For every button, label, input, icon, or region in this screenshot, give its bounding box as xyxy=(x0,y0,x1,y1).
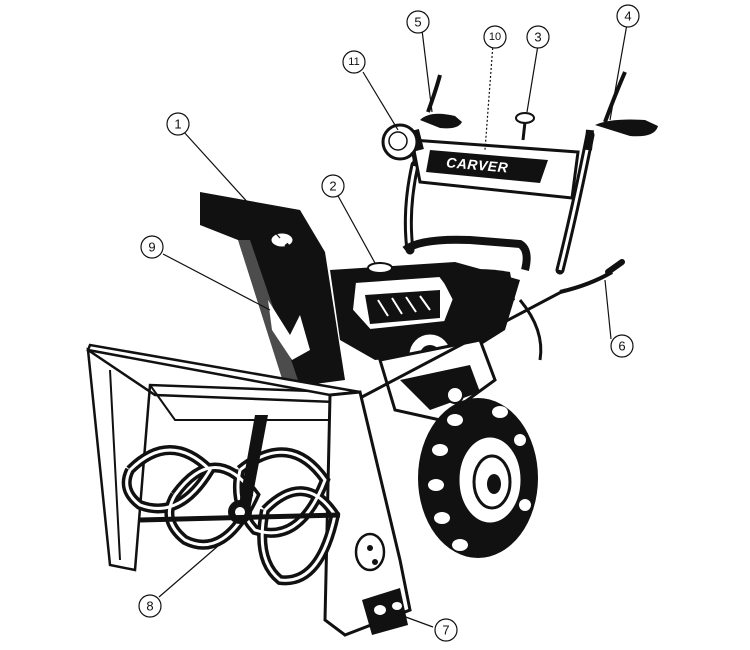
speed-lever xyxy=(359,259,625,400)
callout-7: 7 xyxy=(434,618,458,642)
callout-6-number: 6 xyxy=(618,339,625,354)
callout-10-number: 10 xyxy=(489,31,501,43)
discharge-chute xyxy=(200,192,345,388)
callout-5: 5 xyxy=(406,10,430,34)
callout-6: 6 xyxy=(610,334,634,358)
drive-wheel xyxy=(418,398,538,558)
left-handle-grip xyxy=(411,74,462,151)
callout-11-number: 11 xyxy=(348,56,359,68)
engine xyxy=(330,262,520,422)
callout-4: 4 xyxy=(616,4,640,28)
callout-1-number: 1 xyxy=(174,117,181,132)
callout-9: 9 xyxy=(140,235,164,259)
callout-7-number: 7 xyxy=(442,623,449,638)
control-panel: CARVER xyxy=(410,138,580,200)
right-handle-grip xyxy=(584,71,658,151)
handle-frame-inner xyxy=(406,134,592,271)
callout-1: 1 xyxy=(166,112,190,136)
callout-8: 8 xyxy=(138,594,162,618)
callout-11: 11 xyxy=(342,50,366,74)
panel-knob xyxy=(515,112,535,141)
leader-lines xyxy=(158,23,628,628)
callout-2-number: 2 xyxy=(329,179,336,194)
callout-9-number: 9 xyxy=(148,240,155,255)
skid-shoe xyxy=(362,588,408,635)
callout-2: 2 xyxy=(321,174,345,198)
headlight xyxy=(381,123,419,167)
callout-10: 10 xyxy=(483,25,507,49)
brand-label: CARVER xyxy=(446,154,510,175)
callout-8-number: 8 xyxy=(146,599,153,614)
callout-3-number: 3 xyxy=(534,30,541,45)
auger-gearbox xyxy=(139,415,341,524)
callout-3: 3 xyxy=(526,25,550,49)
callout-4-number: 4 xyxy=(624,9,631,24)
callout-5-number: 5 xyxy=(414,15,421,30)
lower-handle-loop xyxy=(402,235,531,271)
